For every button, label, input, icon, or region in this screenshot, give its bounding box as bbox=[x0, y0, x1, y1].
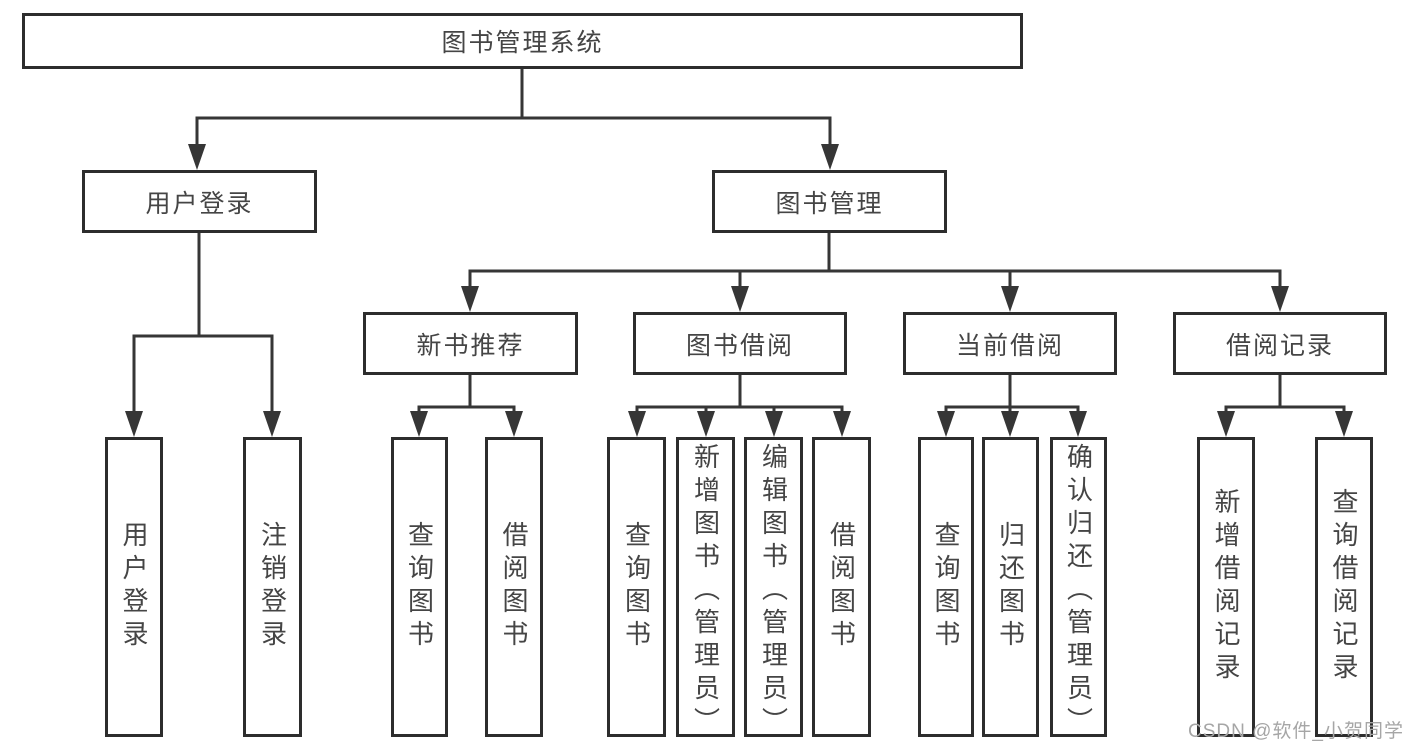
node-label: 图书管理系统 bbox=[441, 29, 604, 57]
arrow-icon bbox=[263, 411, 281, 437]
node-new-book-recommend: 新书推荐 bbox=[363, 312, 578, 375]
arrow-icon bbox=[1069, 411, 1087, 437]
node-label: 图书借阅 bbox=[685, 331, 794, 360]
connector-user-login-children bbox=[132, 231, 274, 417]
arrowheads bbox=[125, 144, 1353, 437]
arrow-icon bbox=[937, 411, 955, 437]
node-label: 用户登录 bbox=[119, 521, 149, 653]
arrow-icon bbox=[1217, 411, 1235, 437]
arrow-icon bbox=[1335, 411, 1353, 437]
node-label: 查询图书 bbox=[621, 521, 652, 653]
arrow-icon bbox=[1271, 286, 1289, 312]
leaf-return-books: 归还图书 bbox=[982, 437, 1039, 737]
node-label: 查询借阅记录 bbox=[1329, 488, 1359, 686]
arrow-icon bbox=[765, 411, 783, 437]
leaf-add-borrow-record: 新增借阅记录 bbox=[1197, 437, 1255, 737]
node-book-borrowing: 图书借阅 bbox=[633, 312, 847, 375]
connector-current-children bbox=[944, 373, 1080, 417]
node-user-login: 用户登录 bbox=[82, 170, 317, 233]
connector-root-to-level2 bbox=[195, 66, 832, 150]
node-label: 借阅图书 bbox=[826, 521, 857, 653]
leaf-add-books-admin: 新增图书（管理员） bbox=[676, 437, 735, 740]
arrow-icon bbox=[628, 411, 646, 437]
node-label: 新增图书（管理员） bbox=[690, 443, 721, 740]
node-label: 新增借阅记录 bbox=[1211, 488, 1241, 686]
arrow-icon bbox=[833, 411, 851, 437]
node-label: 归还图书 bbox=[995, 521, 1026, 653]
csdn-watermark: CSDN @软件_小贺同学 bbox=[1188, 721, 1404, 742]
connector-recommend-children bbox=[417, 373, 516, 417]
node-label: 新书推荐 bbox=[416, 331, 525, 360]
connector-records-children bbox=[1224, 373, 1346, 417]
node-label: 编辑图书（管理员） bbox=[758, 443, 789, 740]
node-label: 借阅记录 bbox=[1225, 331, 1334, 360]
leaf-logout-login: 注销登录 bbox=[243, 437, 302, 737]
leaf-borrow-books-borrowing: 借阅图书 bbox=[812, 437, 871, 737]
node-label: 当前借阅 bbox=[955, 331, 1064, 360]
node-label: 借阅图书 bbox=[499, 521, 529, 653]
leaf-edit-books-admin: 编辑图书（管理员） bbox=[744, 437, 803, 740]
node-label: 查询图书 bbox=[404, 521, 435, 653]
arrow-icon bbox=[461, 286, 479, 312]
node-current-borrowing: 当前借阅 bbox=[903, 312, 1117, 375]
leaf-query-books-borrowing: 查询图书 bbox=[607, 437, 666, 737]
leaf-confirm-return-admin: 确认归还（管理员） bbox=[1050, 437, 1107, 740]
leaf-user-login: 用户登录 bbox=[105, 437, 163, 737]
leaf-query-books-current: 查询图书 bbox=[918, 437, 974, 737]
arrow-icon bbox=[697, 411, 715, 437]
arrow-icon bbox=[188, 144, 206, 170]
arrow-icon bbox=[1001, 411, 1019, 437]
leaf-borrow-books-recommend: 借阅图书 bbox=[485, 437, 543, 737]
node-library-management-system: 图书管理系统 bbox=[22, 13, 1023, 69]
arrow-icon bbox=[1001, 286, 1019, 312]
node-label: 确认归还（管理员） bbox=[1063, 443, 1094, 740]
connector-borrowing-children bbox=[635, 373, 844, 417]
node-label: 图书管理 bbox=[775, 189, 884, 218]
arrow-icon bbox=[505, 411, 523, 437]
arrow-icon bbox=[125, 411, 143, 437]
node-borrowing-records: 借阅记录 bbox=[1173, 312, 1387, 375]
arrow-icon bbox=[821, 144, 839, 170]
node-book-management: 图书管理 bbox=[712, 170, 947, 233]
arrow-icon bbox=[731, 286, 749, 312]
leaf-query-borrow-record: 查询借阅记录 bbox=[1315, 437, 1373, 737]
node-label: 注销登录 bbox=[257, 521, 288, 653]
arrow-icon bbox=[410, 411, 428, 437]
leaf-query-books-recommend: 查询图书 bbox=[391, 437, 448, 737]
node-label: 用户登录 bbox=[145, 189, 254, 218]
connector-book-mgmt-to-level3 bbox=[468, 232, 1282, 292]
node-label: 查询图书 bbox=[931, 521, 961, 653]
